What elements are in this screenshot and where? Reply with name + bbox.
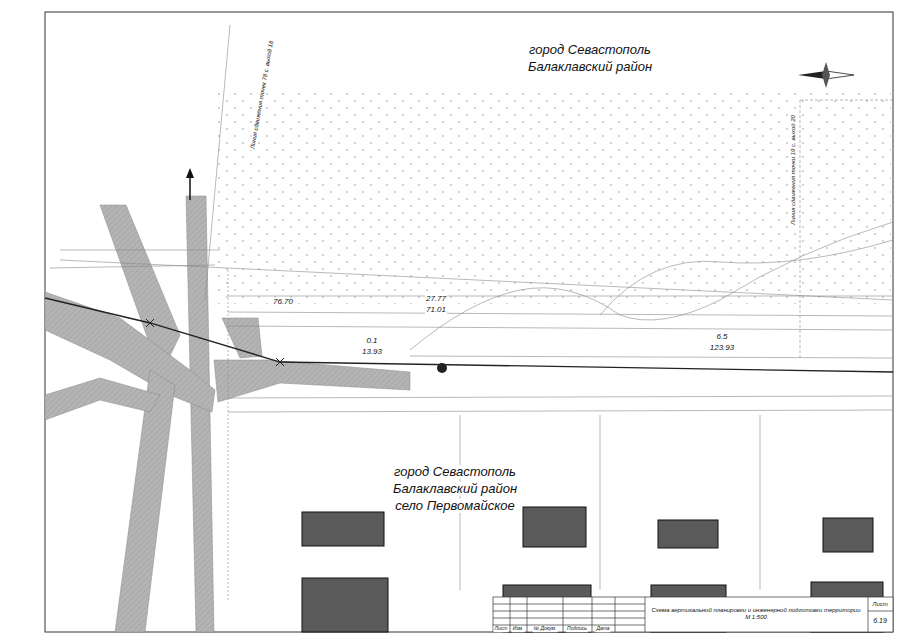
region-name: город Севастополь [528, 43, 652, 57]
region-name: Балаклавский район [392, 482, 518, 496]
drawing-title: Схема вертикальной планировки и инженерн… [648, 607, 865, 620]
elevation-mark: 13.93 [361, 348, 383, 357]
direction-arrow [189, 175, 191, 200]
title-block [493, 597, 893, 632]
elevation-mark: 71.01 [425, 306, 447, 315]
well-symbol [437, 363, 447, 373]
survey-line [50, 25, 893, 600]
road [45, 196, 410, 632]
table-cell: № Докум. [533, 626, 558, 632]
sheet-frame [45, 12, 893, 632]
boundary-note: Линия сдвижения точки 19 с. выход 20 [790, 114, 797, 226]
pipeline [45, 298, 893, 372]
table-cell: Подпись [566, 626, 588, 632]
table-cell: Изм. [512, 626, 525, 632]
table-cell: Лист [871, 601, 888, 608]
table-cell: Лист [494, 626, 509, 632]
region-name: село Первомайское [394, 499, 516, 513]
table-cell: Дата [595, 626, 610, 632]
elevation-mark: 123.93 [709, 344, 735, 353]
direction-arrow [186, 168, 194, 178]
cross-marker [146, 319, 284, 366]
table-cell: 6.19 [872, 617, 888, 625]
boundary-note: Линия сдвижения точек 78 с. выход 18 [249, 39, 275, 150]
elevation-mark: 6.5 [715, 333, 728, 342]
elevation-mark: 27.77 [425, 295, 447, 304]
elevation-mark: 0.1 [365, 337, 378, 346]
elevation-mark: 76.70 [272, 298, 294, 307]
region-name: Балаклавский район [527, 60, 653, 74]
north-arrow [798, 62, 854, 88]
region-name: город Севастополь [393, 465, 517, 479]
